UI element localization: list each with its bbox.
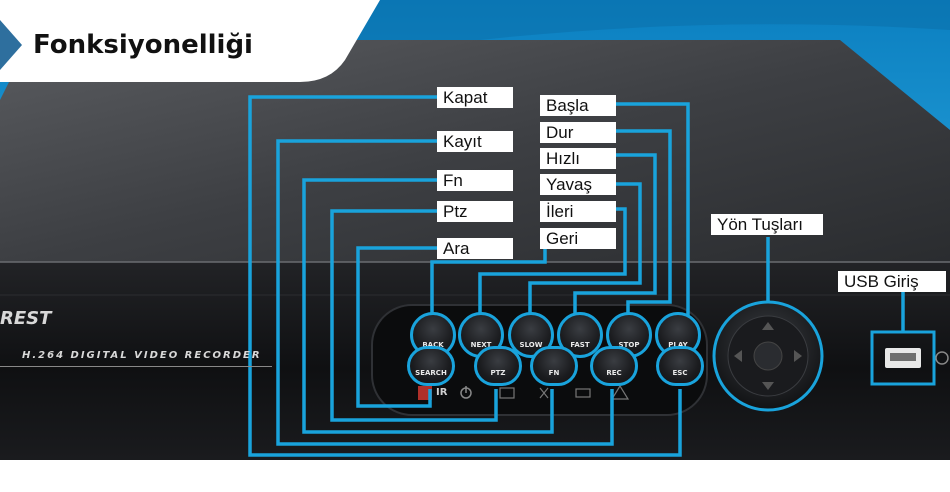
label-geri: Geri xyxy=(540,228,616,249)
fn-button[interactable]: FN xyxy=(530,346,578,386)
ir-indicator-label: IR xyxy=(436,387,448,398)
label-yavas: Yavaş xyxy=(540,174,616,195)
rec-button-label: REC xyxy=(606,369,622,377)
label-fn: Fn xyxy=(437,170,513,191)
ptz-button[interactable]: PTZ xyxy=(474,346,522,386)
brand-logo-text: REST xyxy=(0,308,52,329)
model-underline xyxy=(0,366,272,367)
label-dur: Dur xyxy=(540,122,616,143)
label-ptz: Ptz xyxy=(437,201,513,222)
esc-button-label: ESC xyxy=(672,369,688,377)
label-basla: Başla xyxy=(540,95,616,116)
fast-button-label: FAST xyxy=(570,341,590,349)
callout-lines xyxy=(248,95,905,457)
stop-button-label: STOP xyxy=(618,341,640,349)
back-button-label: BACK xyxy=(422,341,444,349)
label-kapat: Kapat xyxy=(437,87,513,108)
slow-button-label: SLOW xyxy=(519,341,543,349)
rec-button[interactable]: REC xyxy=(590,346,638,386)
label-yon-tuslari: Yön Tuşları xyxy=(711,214,823,235)
fn-button-label: FN xyxy=(548,369,560,377)
next-button-label: NEXT xyxy=(470,341,492,349)
search-button-label: SEARCH xyxy=(415,369,447,377)
search-button[interactable]: SEARCH xyxy=(407,346,455,386)
esc-button[interactable]: ESC xyxy=(656,346,704,386)
label-ara: Ara xyxy=(437,238,513,259)
ptz-button-label: PTZ xyxy=(490,369,506,377)
label-kayit: Kayıt xyxy=(437,131,513,152)
label-hizli: Hızlı xyxy=(540,148,616,169)
usb-port[interactable] xyxy=(872,332,934,384)
label-ileri: İleri xyxy=(540,201,616,222)
play-button-label: PLAY xyxy=(668,341,688,349)
label-usb-giris: USB Giriş xyxy=(838,271,946,292)
direction-pad[interactable] xyxy=(720,302,816,410)
page-title: Fonksiyonelliği xyxy=(33,30,253,60)
model-text: H.264 DIGITAL VIDEO RECORDER xyxy=(22,350,262,361)
